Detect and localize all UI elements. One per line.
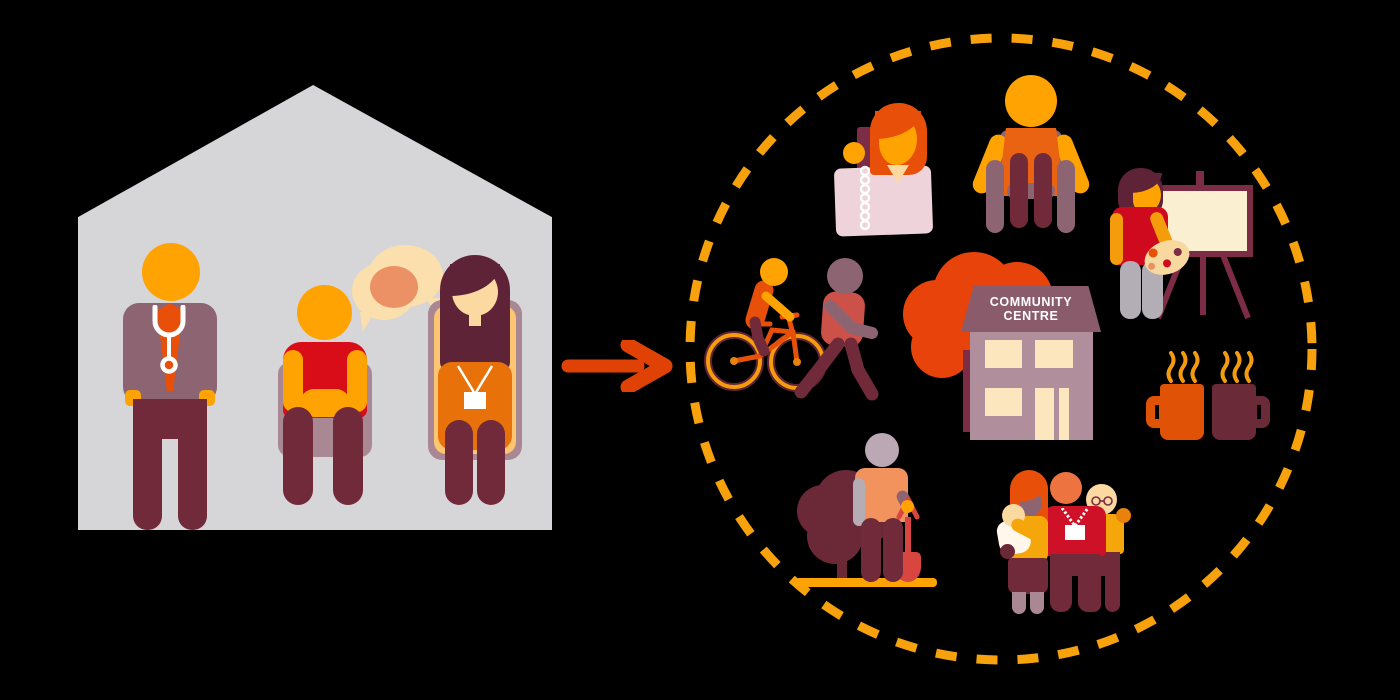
doctor-leg-left <box>133 403 162 530</box>
doctor-head <box>142 243 200 301</box>
painter-arm-left <box>1110 213 1123 265</box>
patient-arm-left <box>283 350 303 412</box>
doctor-figure <box>123 243 219 533</box>
man-leg-right <box>1078 570 1100 612</box>
community-centre-roof: COMMUNITY CENTRE <box>961 286 1101 332</box>
gardening-scene <box>795 430 940 590</box>
wheelchair-user-leg-right <box>1034 153 1052 228</box>
wheelchair-user-head <box>1005 75 1057 127</box>
palette-dot-red <box>1161 258 1173 269</box>
walker-head <box>827 258 863 294</box>
door-sidelight <box>1059 388 1069 440</box>
wheelchair-wheel-left <box>986 160 1004 233</box>
wheelchair-user-leg-left <box>1010 153 1028 228</box>
man-head <box>1050 472 1082 504</box>
wheelchair-wheel-right <box>1057 160 1075 233</box>
bicycle-frame <box>731 312 800 365</box>
patient-head <box>297 285 352 340</box>
link-worker-leg-right <box>477 420 505 505</box>
mug-orange <box>1160 384 1204 440</box>
window-upper-right <box>1035 340 1073 368</box>
link-worker-neck <box>469 312 481 326</box>
grandparent-hand <box>1116 508 1131 523</box>
gardener-arm-left <box>853 478 865 526</box>
doctor-leg-right <box>178 403 207 530</box>
gardener-leg-right <box>883 518 903 582</box>
link-worker-figure <box>425 252 525 505</box>
journaling-woman <box>833 103 935 238</box>
community-centre-scene: COMMUNITY CENTRE <box>895 250 1107 442</box>
painter-leg-right <box>1142 261 1163 319</box>
journaling-woman-hand <box>843 142 865 164</box>
grandparent-leg-right <box>1105 570 1120 612</box>
family-group-scene <box>995 468 1132 616</box>
community-centre-sign: COMMUNITY CENTRE <box>961 286 1101 324</box>
mother-leg-right <box>1030 592 1044 614</box>
window-lower-left <box>985 388 1022 416</box>
easel-peg <box>1196 171 1204 189</box>
palette-dot-orange <box>1147 247 1159 259</box>
stethoscope-icon <box>152 305 186 374</box>
mother-skirt <box>1008 558 1048 594</box>
gardener-hand <box>901 500 914 513</box>
speech-bubble-overlap <box>370 266 418 308</box>
steam-icon <box>1166 351 1200 383</box>
patient-arm-right <box>347 350 367 412</box>
patient-leg-right <box>333 407 363 505</box>
coffee-mugs-scene <box>1143 350 1293 446</box>
cyclist-arm <box>761 291 795 322</box>
ground-line <box>795 578 937 587</box>
painter-leg-left <box>1120 261 1141 319</box>
notebook-spiral-rings-icon <box>859 165 871 231</box>
gardener-leg-left <box>861 518 881 582</box>
man-leg-left <box>1050 570 1072 612</box>
sign-line-1: COMMUNITY <box>989 295 1073 309</box>
bush-trunk <box>837 538 847 582</box>
walker-leg-front <box>844 337 879 401</box>
dashed-community-circle <box>685 33 1317 665</box>
patient-figure <box>278 285 372 505</box>
window-upper-left <box>985 340 1022 368</box>
palette-dot-maroon <box>1172 246 1183 258</box>
flow-arrow-icon <box>561 340 673 392</box>
steam-icon <box>1220 351 1254 383</box>
cyclist-leg <box>749 316 770 357</box>
gardener-head <box>865 433 899 467</box>
painter-at-easel <box>1108 163 1256 321</box>
walker-leg-back <box>794 337 845 399</box>
lanyard-badge-icon <box>456 365 494 409</box>
mother-hand <box>1000 544 1015 559</box>
glasses-icon <box>1091 496 1113 506</box>
man-lanyard-icon <box>1060 508 1090 540</box>
patient-leg-left <box>283 407 313 505</box>
link-worker-leg-left <box>445 420 473 505</box>
notebook-cover <box>833 165 934 237</box>
wheelchair-user <box>970 75 1092 233</box>
speech-bubble-small-tail <box>360 312 374 332</box>
door <box>1035 388 1054 440</box>
palette-dot-salmon <box>1147 261 1157 271</box>
cyclist-head <box>760 258 788 286</box>
mother-leg-left <box>1012 592 1026 614</box>
cycling-walking-scene <box>704 258 879 401</box>
walker-arm <box>824 300 878 339</box>
mug-maroon <box>1212 384 1256 440</box>
spade-shaft <box>905 517 911 557</box>
sign-line-2: CENTRE <box>1003 309 1059 324</box>
